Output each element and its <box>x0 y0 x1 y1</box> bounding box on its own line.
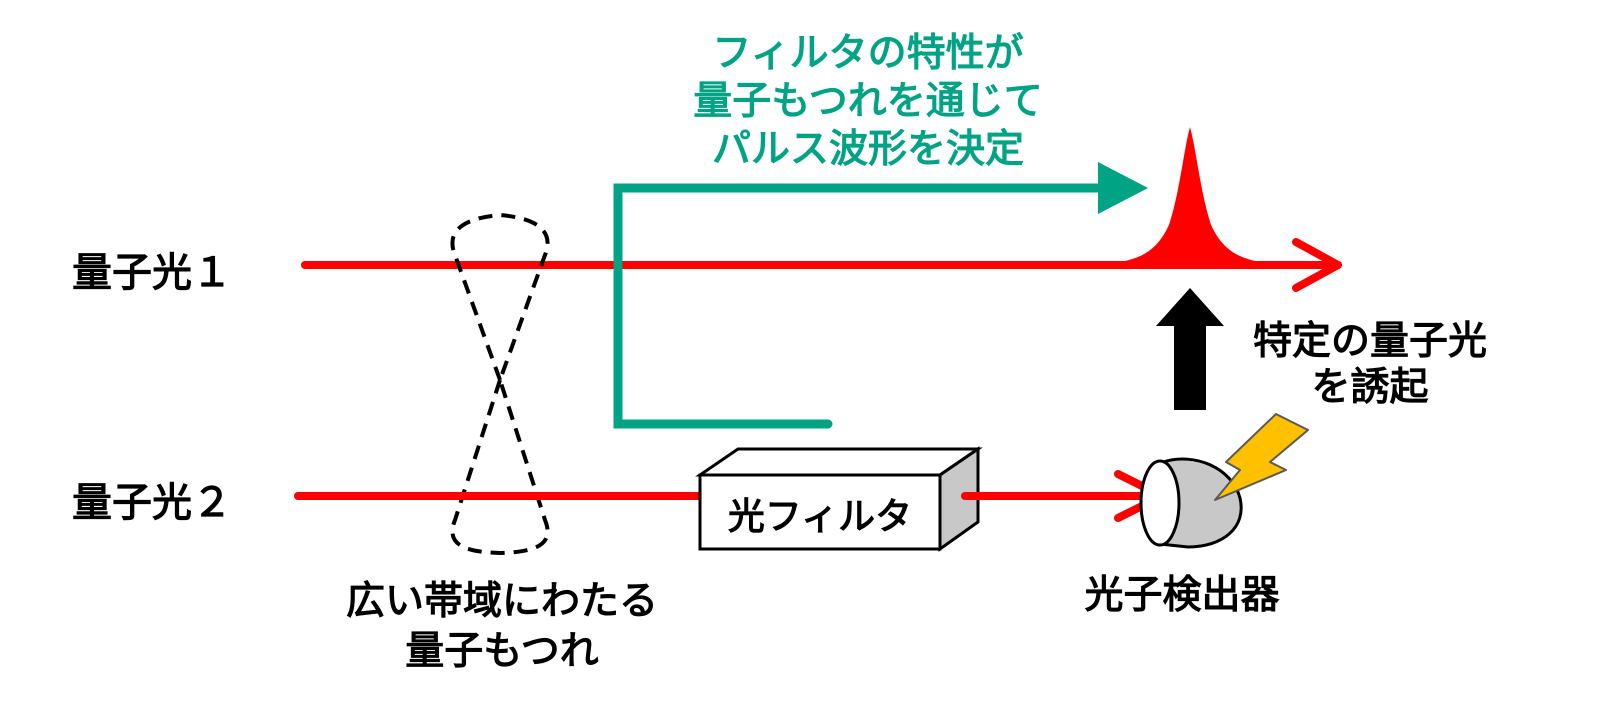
detector-label: 光子検出器 <box>1084 573 1280 618</box>
beam-1-label: 量子光１ <box>72 250 232 296</box>
optical-filter: 光フィルタ <box>695 446 983 552</box>
beam-1-arrowhead <box>1292 238 1342 292</box>
filter-effect-arrowhead <box>1098 162 1148 214</box>
filter-effect-line-2: 量子もつれを通じて <box>693 79 1042 124</box>
entanglement-label-line-2: 量子もつれ <box>405 629 598 674</box>
entanglement-label-line-1: 広い帯域にわたる <box>346 579 658 624</box>
filter-front-face <box>698 473 942 551</box>
induced-label-line-1: 特定の量子光 <box>1253 319 1487 364</box>
filter-label: 光フィルタ <box>728 495 912 538</box>
beam-2-label: 量子光２ <box>72 480 232 526</box>
filter-effect-arrow <box>613 162 1148 429</box>
beam-2-output <box>961 470 1166 522</box>
induced-label-line-2: を誘起 <box>1311 365 1429 410</box>
entanglement-shape <box>450 212 550 556</box>
pulse-waveform <box>1104 127 1276 266</box>
filter-effect-line-3: パルス波形を決定 <box>712 127 1024 172</box>
filter-top-face <box>695 447 983 477</box>
thick-up-arrow-icon <box>1156 288 1224 410</box>
lightning-bolt-icon <box>1214 413 1309 501</box>
filter-effect-line-1: フィルタの特性が <box>712 31 1023 76</box>
photon-detector-icon <box>1139 457 1243 549</box>
